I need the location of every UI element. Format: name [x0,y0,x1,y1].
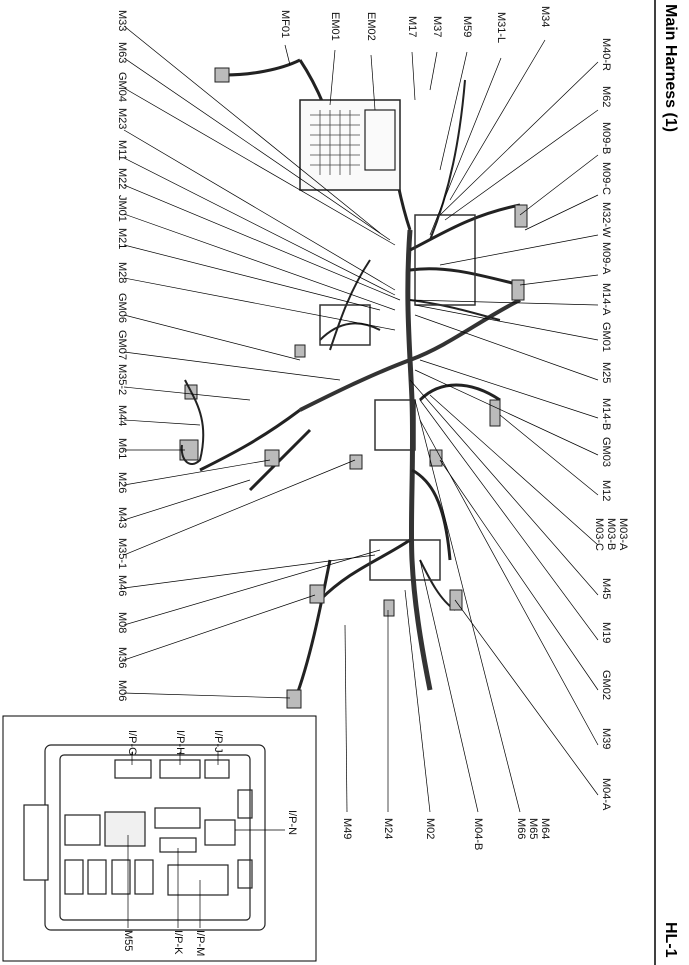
connector-label: M09-A [600,242,612,275]
inset-label: M55 [122,930,134,952]
connector-label: GM01 [600,322,612,352]
connector-label: M14-B [600,398,612,431]
connector-label: EM01 [329,12,341,41]
connector-label: M12 [600,480,612,502]
connector-label: M36 [116,647,128,669]
connector-label: M66 [515,818,527,840]
connector-label: M02 [424,818,436,840]
connector-label: M22 [116,168,128,190]
page-title: Main Harness (1) [662,4,679,133]
connector-label: M06 [116,680,128,702]
connector-label: GM04 [116,72,128,102]
connector-label: M45 [600,578,612,600]
harness-body [179,58,528,709]
connector-label: M17 [406,16,418,38]
connector-label: M03-A [617,518,629,551]
page-code: HL-1 [662,922,679,958]
connector-label: EM02 [365,12,377,41]
connector-label: M33 [116,10,128,32]
connector-label: M03-B [605,518,617,551]
connector-label: M09-B [600,122,612,155]
connector-label: M21 [116,228,128,250]
connector-label: M43 [116,507,128,529]
connector-label: M19 [600,622,612,644]
connector-label: M03-C [593,518,605,552]
connector-label: M25 [600,362,612,384]
connector-label: M35-1 [116,538,128,570]
inset-label: I/P-M [194,930,206,957]
connector-label: M32-W [600,202,612,238]
connector-label: M04-A [600,778,612,811]
junction-box-inset [23,744,266,931]
connector-label: M44 [116,405,128,427]
inset-leader-lines [127,752,285,928]
connector-label: M26 [116,472,128,494]
connector-label: M23 [116,108,128,130]
connector-label: M08 [116,612,128,634]
inset-frame [2,715,317,962]
connector-label: M59 [461,16,473,38]
connector-label: M04-B [472,818,484,851]
connector-label: M28 [116,262,128,284]
connector-label: GM03 [600,437,612,467]
connector-label: MF01 [279,10,291,39]
connector-label: GM06 [116,293,128,323]
connector-label: M34 [539,6,551,28]
connector-label: M09-C [600,162,612,196]
connector-label: M31-L [495,12,507,44]
connector-label: M39 [600,728,612,750]
connector-label: GM07 [116,330,128,360]
connector-label: M64 [539,818,551,840]
connector-label: M37 [431,16,443,38]
connector-label: M63 [116,42,128,64]
connector-label: M61 [116,438,128,460]
inset-label: I/P-N [286,810,298,836]
inset-label: I/P-K [172,930,184,955]
connector-label: M46 [116,575,128,597]
connector-label: M35-2 [116,364,128,396]
leader-lines [123,25,599,813]
inset-label: I/P-G [126,730,138,756]
connector-label: M49 [341,818,353,840]
connector-label: M40-R [600,38,612,72]
connector-label: JM01 [116,195,128,222]
connector-label: GM02 [600,670,612,700]
connector-label: M14-A [600,283,612,316]
connector-label: M11 [116,140,128,161]
connector-label: M65 [527,818,539,840]
inset-label: I/P-H [174,730,186,756]
connector-label: M62 [600,86,612,108]
inset-label: I/P-J [212,730,224,753]
connector-label: M24 [382,818,394,840]
